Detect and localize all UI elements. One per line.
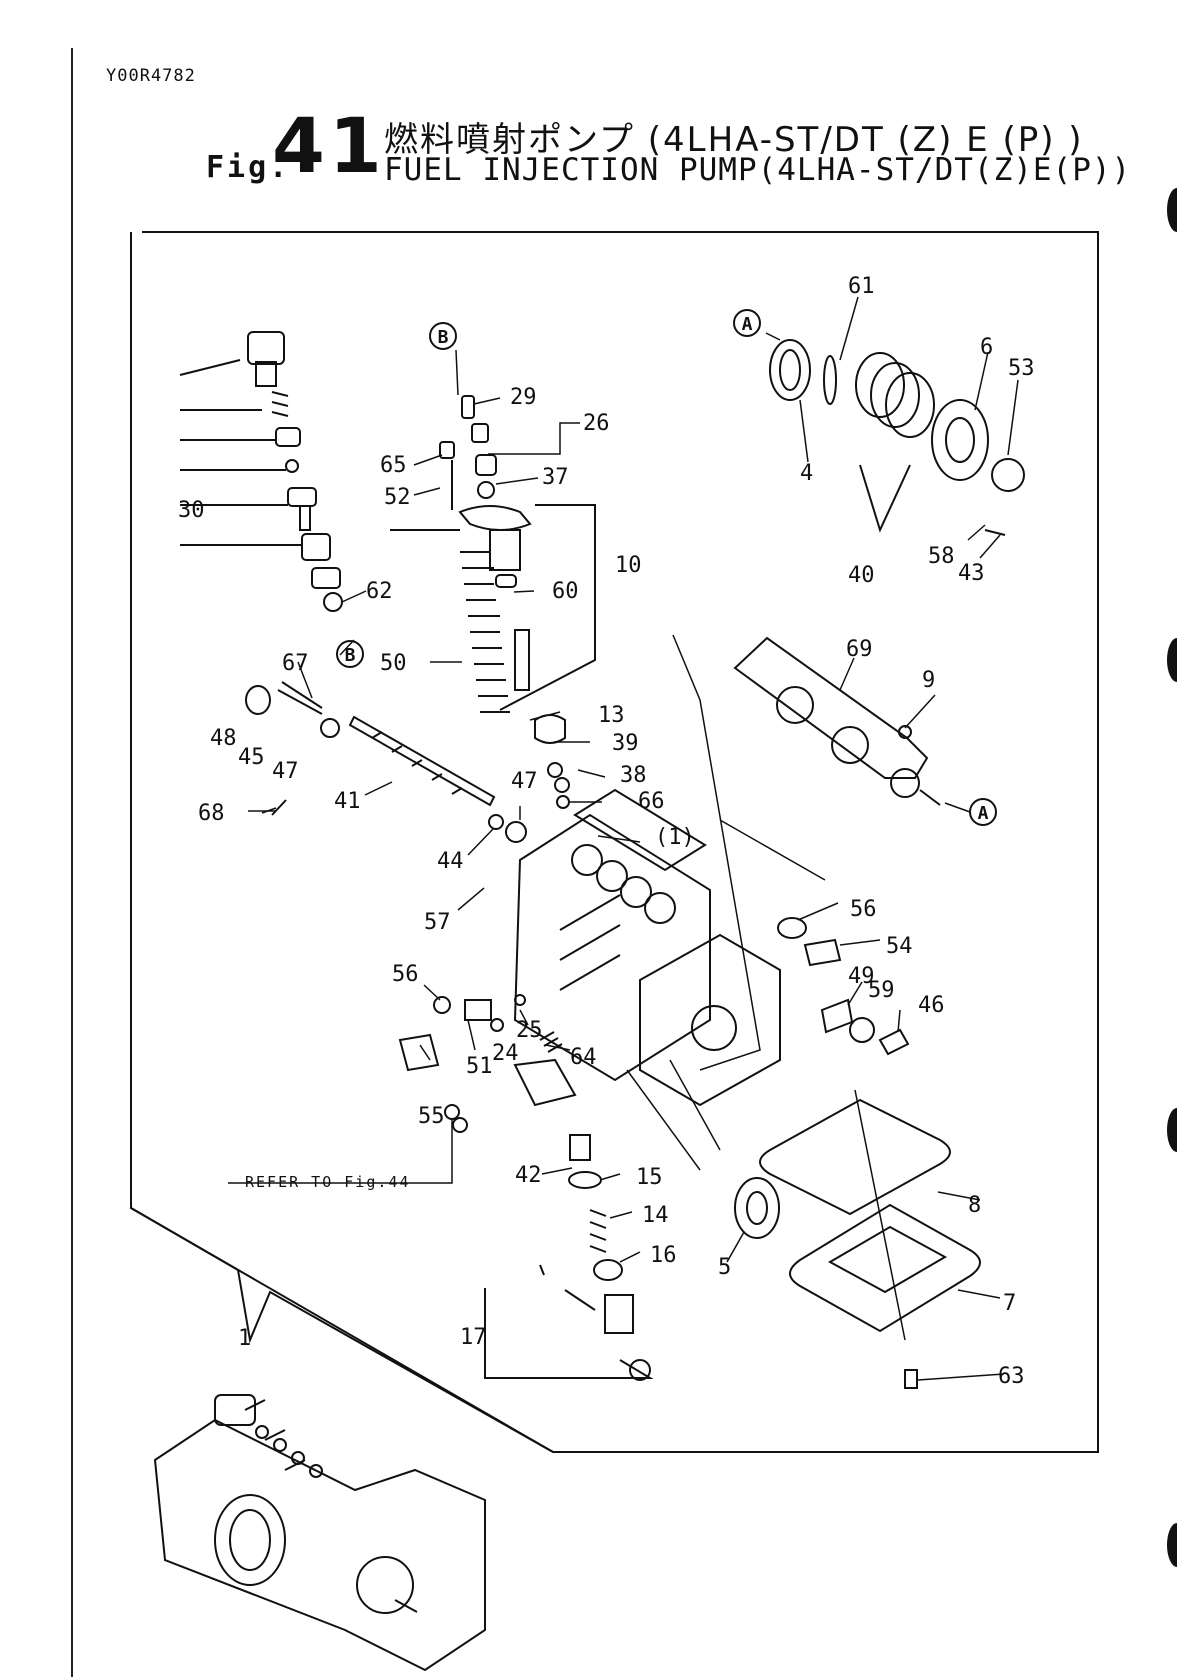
- part-label-17: 17: [460, 1325, 487, 1350]
- part-label-38: 38: [620, 763, 647, 788]
- part-label-13: 13: [598, 703, 625, 728]
- part-label-69: 69: [846, 637, 873, 662]
- part-label-47-right: 47: [511, 769, 538, 794]
- part-label-41: 41: [334, 789, 361, 814]
- part-label-68: 68: [198, 801, 225, 826]
- part-label-55: 55: [418, 1104, 445, 1129]
- part-label-65: 65: [380, 453, 407, 478]
- part-label-52: 52: [384, 485, 411, 510]
- part-label-66: 66: [638, 789, 665, 814]
- part-label-29: 29: [510, 385, 537, 410]
- part-label-10: 10: [615, 553, 642, 578]
- callout-B-bottom-label: B: [345, 645, 356, 666]
- part-label-14: 14: [642, 1203, 669, 1228]
- part-label-26: 26: [583, 411, 610, 436]
- part-label-61: 61: [848, 274, 875, 299]
- part-label-63: 63: [998, 1364, 1025, 1389]
- part-label-40: 40: [848, 563, 875, 588]
- part-label-56-left: 56: [392, 962, 419, 987]
- part-label-1: 1: [238, 1326, 251, 1351]
- binding-hole-4: [1167, 1523, 1177, 1567]
- part-label-50: 50: [380, 651, 407, 676]
- part-label-4: 4: [800, 461, 813, 486]
- part-label-56-right: 56: [850, 897, 877, 922]
- part-label-30: 30: [178, 498, 205, 523]
- callout-B-top-label: B: [438, 327, 449, 348]
- part-label-1-housing: (1): [655, 825, 695, 850]
- callout-A-top-label: A: [742, 314, 753, 335]
- part-label-25: 25: [516, 1018, 543, 1043]
- binding-hole-3: [1167, 1108, 1177, 1152]
- leader-lines: [228, 297, 1018, 1380]
- part-label-64: 64: [570, 1045, 597, 1070]
- part-label-53: 53: [1008, 356, 1035, 381]
- part-number-labels: 1 (1) 4 5 6 7 8 9 10 13 14 15 16 17 24 2…: [178, 274, 1035, 1389]
- part-label-58: 58: [928, 544, 955, 569]
- part-label-44: 44: [437, 849, 464, 874]
- binding-hole-1: [1167, 188, 1177, 232]
- part-label-47-left: 47: [272, 759, 299, 784]
- part-label-9: 9: [922, 668, 935, 693]
- part-label-37: 37: [542, 465, 569, 490]
- part-label-48: 48: [210, 726, 237, 751]
- part-label-24: 24: [492, 1041, 519, 1066]
- part-label-42: 42: [515, 1163, 542, 1188]
- part-label-39: 39: [612, 731, 639, 756]
- part-label-15: 15: [636, 1165, 663, 1190]
- diagram-frame: [131, 232, 1098, 1452]
- part-label-51: 51: [466, 1054, 493, 1079]
- part-label-62: 62: [366, 579, 393, 604]
- part-label-6: 6: [980, 335, 993, 360]
- callout-A-bottom-label: A: [978, 803, 989, 824]
- part-label-8: 8: [968, 1193, 981, 1218]
- part-label-16: 16: [650, 1243, 677, 1268]
- part-label-60: 60: [552, 579, 579, 604]
- part-label-57: 57: [424, 910, 451, 935]
- part-label-5: 5: [718, 1255, 731, 1280]
- part-label-7: 7: [1003, 1291, 1016, 1316]
- part-label-43: 43: [958, 561, 985, 586]
- callout-markers: B B A A: [337, 310, 996, 825]
- part-label-45: 45: [238, 745, 265, 770]
- reference-note: REFER TO Fig.44: [245, 1173, 410, 1191]
- part-label-67: 67: [282, 651, 309, 676]
- part-label-46: 46: [918, 993, 945, 1018]
- binding-hole-2: [1167, 638, 1177, 682]
- part-label-54: 54: [886, 934, 913, 959]
- part-label-59: 59: [868, 978, 895, 1003]
